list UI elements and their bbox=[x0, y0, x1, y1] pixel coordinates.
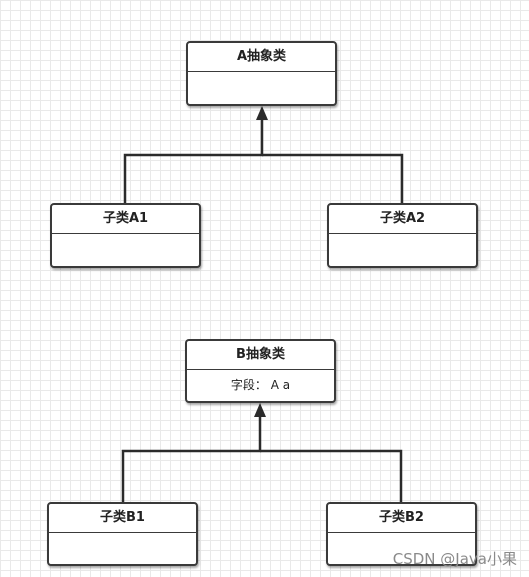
class-sub-b1-title: 子类B1 bbox=[49, 504, 196, 533]
class-sub-a1[interactable]: 子类A1 bbox=[50, 203, 201, 268]
connector-a1-to-a bbox=[123, 118, 264, 203]
arrowhead-a bbox=[256, 106, 268, 120]
class-sub-b1[interactable]: 子类B1 bbox=[47, 502, 198, 566]
class-sub-a2-title: 子类A2 bbox=[329, 205, 476, 234]
class-b-abstract-title: B抽象类 bbox=[187, 341, 334, 370]
class-sub-a1-title: 子类A1 bbox=[52, 205, 199, 234]
arrowhead-b bbox=[254, 403, 266, 417]
watermark: CSDN @Java小果 bbox=[392, 550, 517, 568]
connector-a2-to-a bbox=[262, 153, 404, 203]
inheritance-b bbox=[121, 416, 403, 502]
class-b-abstract-field: 字段： A a bbox=[230, 378, 291, 392]
connector-b1-to-b bbox=[121, 416, 262, 502]
connector-b2-to-b bbox=[260, 449, 403, 502]
class-sub-a2[interactable]: 子类A2 bbox=[327, 203, 478, 268]
inheritance-a bbox=[123, 118, 404, 203]
class-a-abstract-title: A抽象类 bbox=[188, 43, 335, 72]
class-a-abstract[interactable]: A抽象类 bbox=[186, 41, 337, 106]
class-sub-b2[interactable]: 子类B2 bbox=[326, 502, 477, 566]
class-sub-b2-title: 子类B2 bbox=[328, 504, 475, 533]
class-b-abstract[interactable]: B抽象类 字段： A a bbox=[185, 339, 336, 403]
